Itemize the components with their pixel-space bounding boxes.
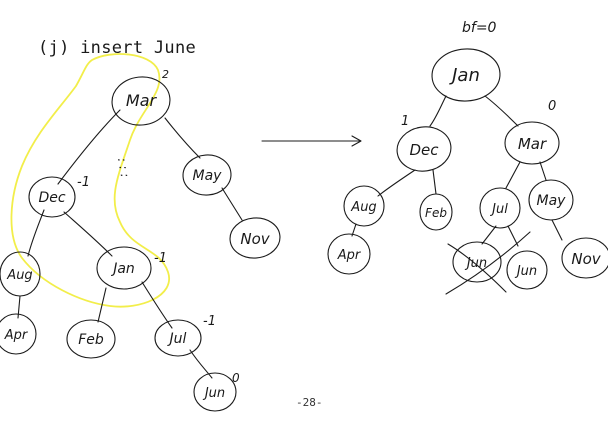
- before-node-mar: Mar: [111, 76, 171, 126]
- jan-balance-factor: -1: [154, 251, 167, 266]
- before-node-jul: Jul: [154, 319, 202, 357]
- before-node-dec: Dec: [28, 176, 76, 218]
- after-node-jul: Jul: [479, 187, 521, 229]
- node-label: Nov: [240, 230, 270, 248]
- node-label: Dec: [38, 190, 65, 206]
- after-node-nov: Nov: [561, 237, 608, 279]
- node-label: May: [193, 168, 223, 184]
- ellipsis-dots: : : :: [115, 157, 132, 179]
- jun-balance-factor: 0: [232, 371, 240, 385]
- after-node-jun-crossed: Jun: [445, 231, 531, 295]
- node-label: Nov: [571, 250, 601, 268]
- after-node-aug: Aug: [343, 185, 385, 227]
- node-label: Apr: [337, 248, 362, 263]
- before-node-apr: Apr: [0, 313, 37, 355]
- root-balance-factor: bf=0: [462, 20, 497, 36]
- node-label: Jul: [489, 202, 508, 217]
- node-label: Jul: [167, 331, 187, 347]
- strike-through: [445, 231, 531, 295]
- after-edges: [351, 95, 563, 247]
- dec-balance-factor: -1: [77, 175, 90, 190]
- caption: (j) insert June: [38, 38, 197, 58]
- after-node-dec: Dec: [396, 126, 452, 172]
- after-node-jan: Jan: [431, 48, 501, 102]
- node-label: Feb: [425, 206, 447, 220]
- node-label: May: [537, 193, 567, 209]
- node-label: Mar: [126, 91, 158, 110]
- node-label: Dec: [409, 141, 439, 159]
- dec-balance-factor: 1: [401, 114, 409, 129]
- after-node-feb: Feb: [419, 193, 453, 231]
- after-node-may: May: [528, 179, 574, 221]
- before-node-feb: Feb: [66, 319, 116, 359]
- node-label: Jun: [514, 264, 537, 279]
- node-label: Aug: [350, 200, 376, 215]
- page-number: -28-: [296, 396, 323, 409]
- before-node-jan: Jan: [96, 246, 152, 290]
- before-node-aug: Aug: [0, 251, 41, 297]
- node-label: Mar: [518, 135, 547, 153]
- node-label: Jan: [110, 261, 135, 277]
- mar-balance-factor: 2: [162, 68, 169, 81]
- before-node-may: May: [182, 154, 232, 196]
- before-edges: [17, 109, 243, 379]
- node-label: Apr: [4, 328, 29, 343]
- after-node-mar: Mar: [504, 121, 560, 165]
- node-label: Jan: [449, 65, 480, 86]
- transform-arrow: [261, 135, 362, 147]
- strike-through: [447, 243, 507, 293]
- after-node-apr: Apr: [327, 233, 371, 275]
- node-label: Jun: [202, 386, 225, 401]
- before-node-jun: Jun: [193, 372, 237, 412]
- mar-balance-factor: 0: [548, 99, 556, 114]
- before-node-nov: Nov: [229, 217, 281, 259]
- node-label: Feb: [78, 332, 104, 348]
- jul-balance-factor: -1: [203, 314, 216, 329]
- after-node-jun: Jun: [506, 250, 548, 290]
- node-label: Aug: [6, 268, 32, 283]
